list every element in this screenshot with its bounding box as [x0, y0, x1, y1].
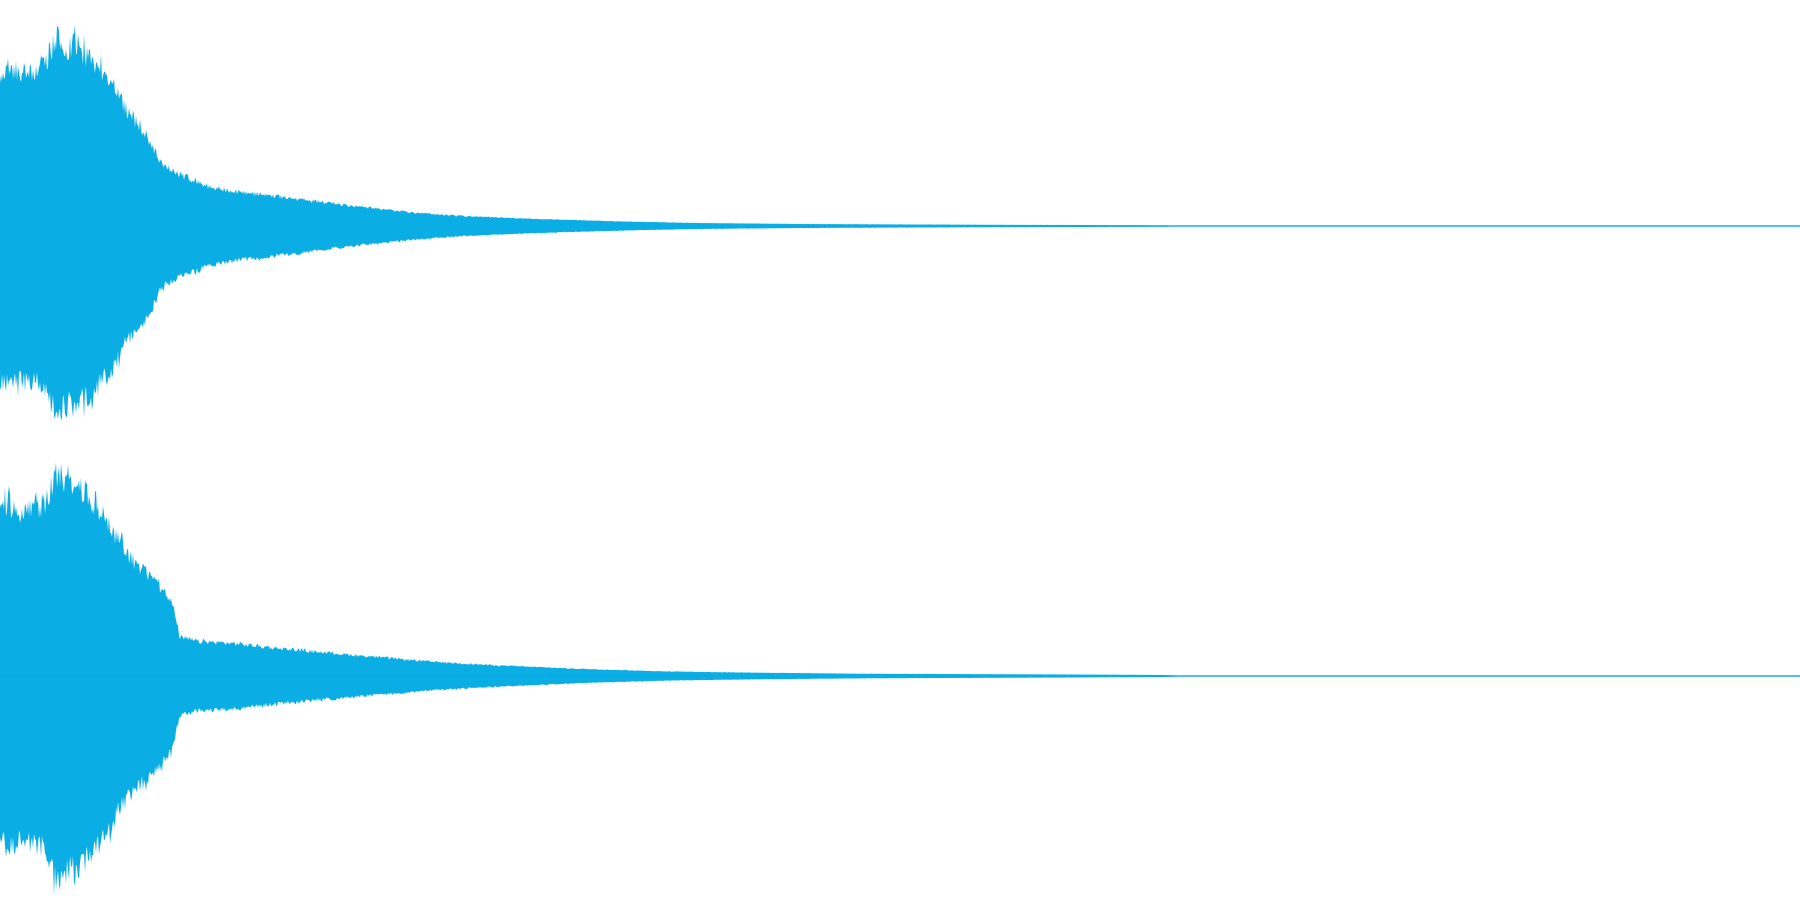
channel-1-envelope: [0, 24, 1800, 421]
channel-2-waveform: [0, 462, 1800, 896]
channel-1-waveform: [0, 24, 1800, 421]
channel-2-envelope: [0, 462, 1800, 896]
